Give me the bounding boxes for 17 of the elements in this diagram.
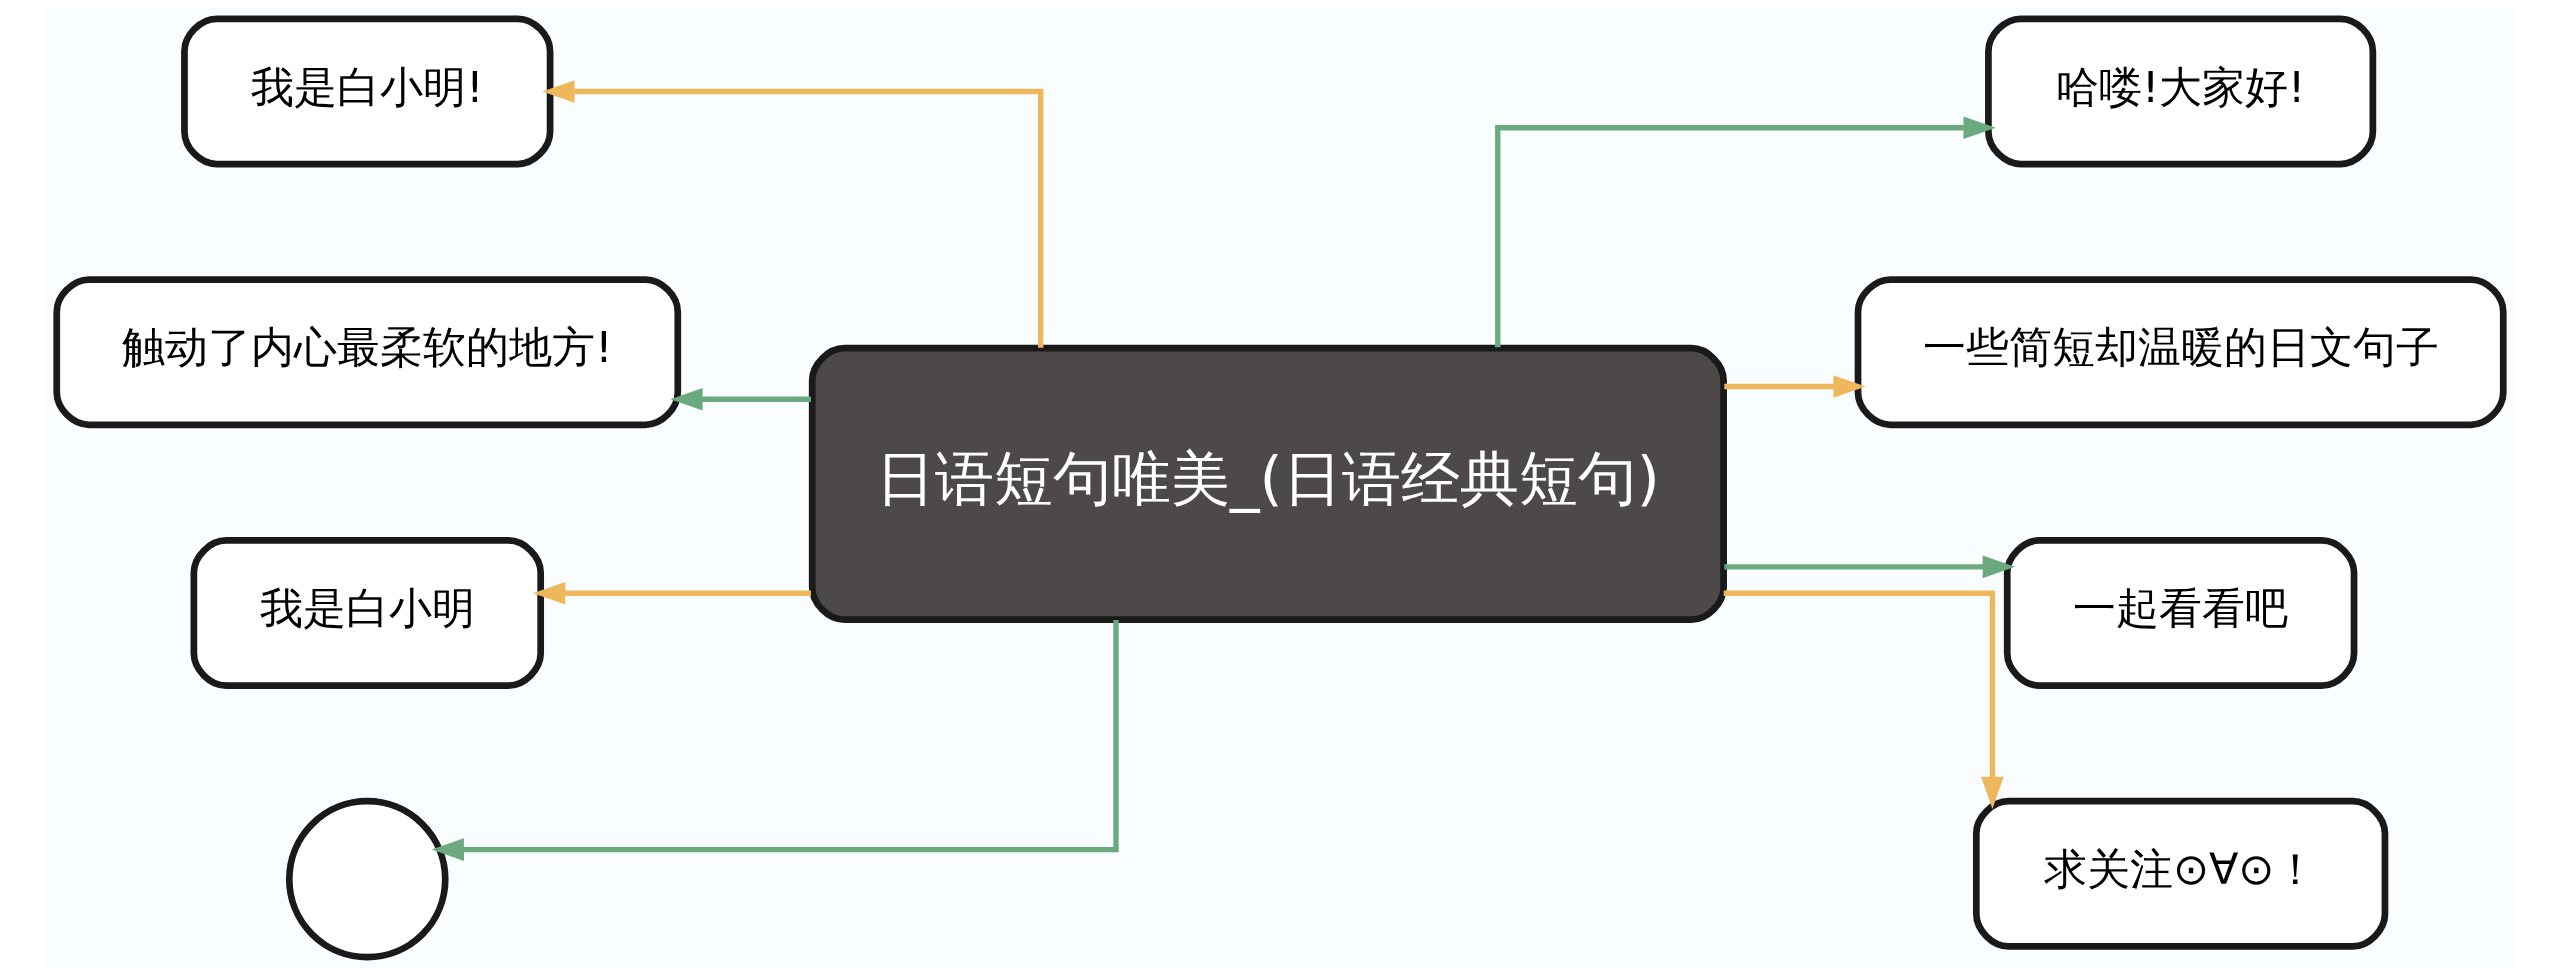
arrow — [670, 387, 811, 411]
arrow — [1724, 555, 2015, 579]
arrow — [532, 582, 811, 605]
node-box: 我是白小明! — [181, 15, 554, 168]
node-box: 我是白小明 — [190, 537, 545, 689]
arrow — [1723, 590, 2004, 809]
arrow — [542, 80, 1044, 348]
arrow — [431, 620, 1119, 861]
node-box: 一起看看吧 — [2003, 537, 2358, 689]
node-box: 求关注⊙∀⊙！ — [1972, 797, 2389, 950]
node-circle — [285, 797, 449, 961]
node-box: 哈喽!大家好! — [1985, 15, 2377, 168]
node-box: 一些简短却温暖的日文句子 — [1854, 276, 2507, 429]
node-box: 日语短句唯美_(日语经典短句) — [808, 344, 1727, 624]
arrow — [1724, 375, 1866, 398]
arrow — [1495, 116, 1996, 348]
node-box: 触动了内心最柔软的地方! — [53, 276, 682, 429]
